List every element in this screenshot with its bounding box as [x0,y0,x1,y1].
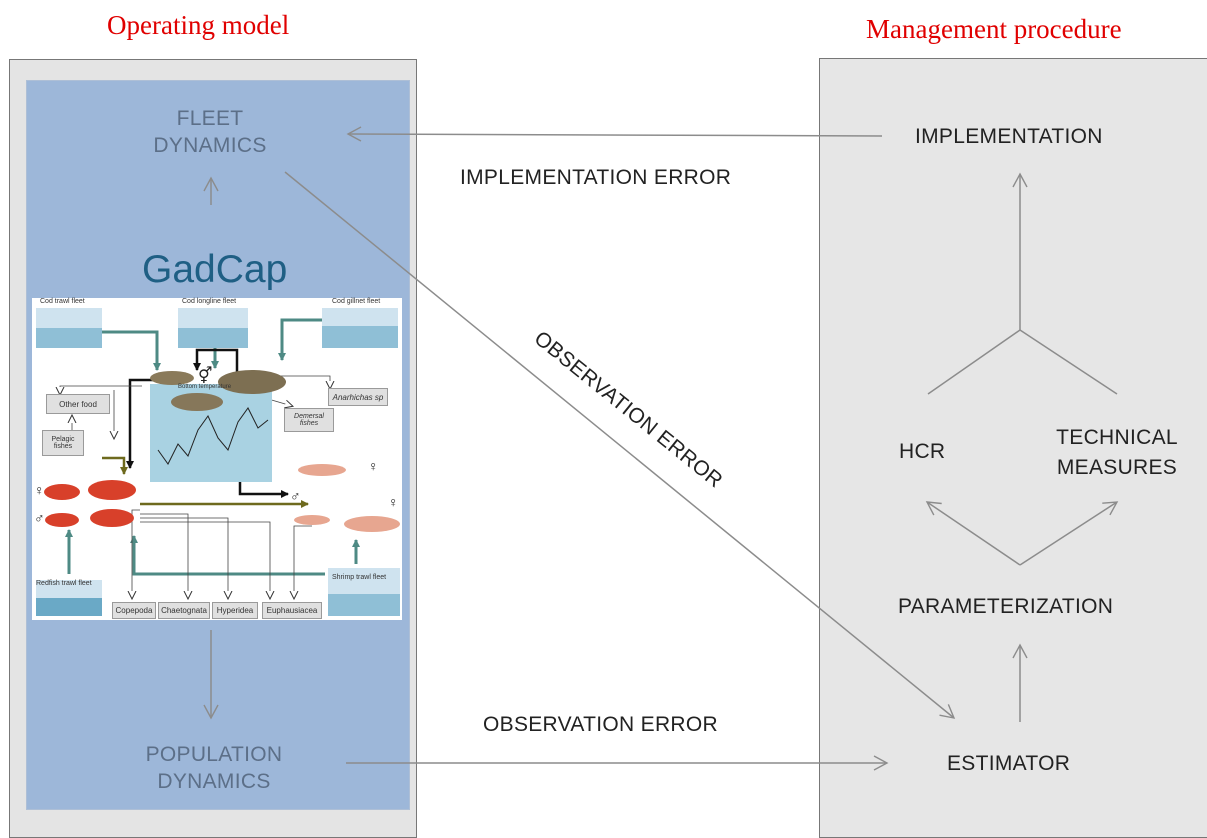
shrimp-trawl-fleet-label: Shrimp trawl fleet [332,574,387,581]
hcr-merge-line [927,329,1021,395]
observation-error-bottom-label: OBSERVATION ERROR [483,713,718,736]
shrimp-female-symbol: ♀ [368,458,379,474]
gadcap-title: GadCap [142,248,288,291]
hcr-label: HCR [899,440,946,463]
shrimp-female-symbol-2: ♀ [388,494,399,510]
operating-model-heading: Operating model [107,10,290,40]
redfish-female-symbol: ♀ [34,482,45,498]
cod-gillnet-fleet-label: Cod gillnet fleet [332,298,381,305]
cod-longline-fleet-label: Cod longline fleet [182,298,237,305]
fleet-dynamics-label: FLEET DYNAMICS [120,105,300,159]
parameterization-to-measures-arrow [1019,501,1119,566]
prey-hyperidea: Hyperidea [212,602,258,619]
food-web-graphics [36,308,400,616]
measures-merge-line [1019,329,1118,395]
shrimp-group [294,464,400,532]
population-dynamics-line-1: POPULATION [145,743,283,766]
population-dynamics-label: POPULATION DYNAMICS [114,741,314,795]
implementation-to-fleet-arrow [346,126,883,142]
population-dynamics-line-2: DYNAMICS [157,770,271,793]
management-procedure-heading: Management procedure [866,14,1122,44]
parameterization-label: PARAMETERIZATION [898,595,1114,618]
other-food-box: Other food [46,394,110,414]
shrimp-male-symbol: ♂ [290,488,301,504]
cod-fish-group [150,370,286,411]
prey-copepoda: Copepoda [112,602,156,619]
redfish-male-symbol: ♂ [34,510,45,526]
technical-measures-label: TECHNICAL MEASURES [1040,423,1194,483]
fleet-to-estimator-arrow [284,171,956,719]
anarhichas-box: Anarhichas sp [328,388,388,406]
cod-predation-arrow [126,378,154,469]
cod-gillnet-fleet-arrow [278,318,322,361]
estimator-label: ESTIMATOR [947,752,1071,775]
demersal-fishes-box: Demersal fishes [284,408,334,432]
technical-measures-line-1: TECHNICAL [1056,426,1178,449]
cod-trawl-fleet-label: Cod trawl fleet [40,298,85,305]
cod-cannibal-arrow [193,348,239,372]
redfish-trawl-fleet-label: Redfish trawl fleet [36,580,92,587]
redfish-group [44,480,136,527]
prey-euphausiacea: Euphausiacea [262,602,322,619]
cod-hermaphrodite-symbol: ⚥ [198,368,213,385]
gadcap-food-web: Cod trawl fleet Cod longline fleet Cod g… [32,298,402,620]
technical-measures-line-2: MEASURES [1056,456,1178,479]
fleet-dynamics-line-1: FLEET [176,107,244,130]
pelagic-redfish-arrow [102,456,128,475]
prey-chaetognata: Chaetognata [158,602,210,619]
management-procedure-panel [819,58,1207,838]
parameterization-to-hcr-arrow [925,501,1021,566]
implementation-label: IMPLEMENTATION [915,125,1103,148]
shrimp-fleet-arrow [130,535,325,576]
implementation-error-label: IMPLEMENTATION ERROR [460,166,732,189]
bottom-temperature-title: Bottom temperature [178,384,232,390]
cod-trawl-fleet-arrow [102,330,161,371]
bottom-temperature-line [157,407,269,465]
pelagic-fishes-box: Pelagic fishes [42,430,84,456]
fleet-dynamics-line-2: DYNAMICS [153,134,267,157]
